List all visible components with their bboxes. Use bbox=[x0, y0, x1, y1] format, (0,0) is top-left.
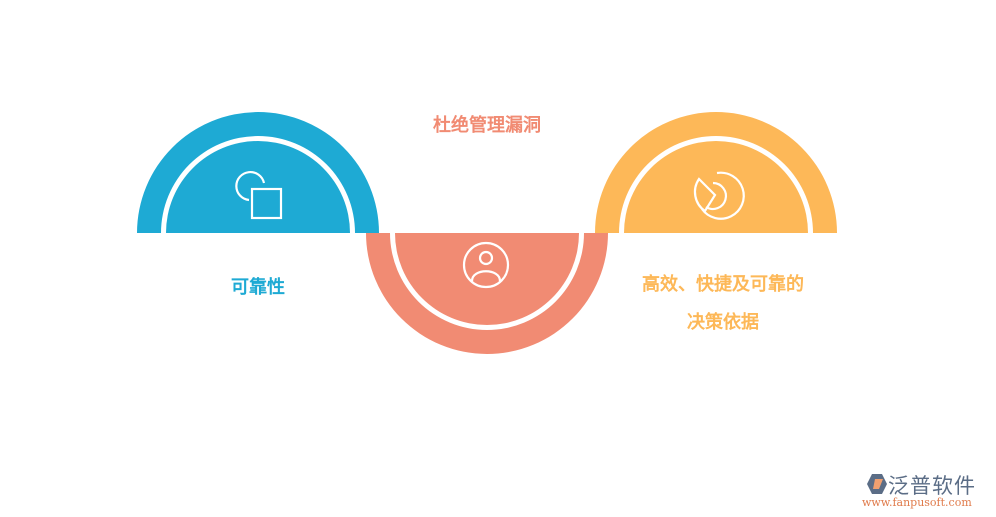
logo-name: 泛普软件 bbox=[888, 474, 976, 498]
pie-chart-icon bbox=[693, 171, 745, 220]
stage-reliability-shape bbox=[137, 112, 379, 233]
brand-logo: 泛普软件 www.fanpusoft.com bbox=[862, 470, 992, 510]
stage-label-reliability: 可靠性 bbox=[231, 277, 285, 298]
stage-decision-shape bbox=[595, 112, 837, 233]
stage-label-plug-loopholes: 杜绝管理漏洞 bbox=[433, 115, 541, 136]
stage-loopholes-shape bbox=[366, 233, 608, 354]
logo-url: www.fanpusoft.com bbox=[862, 496, 972, 509]
shapes-circle-square-icon bbox=[235, 170, 283, 220]
user-circle-icon bbox=[462, 241, 510, 289]
stage-label-decision-line2: 决策依据 bbox=[687, 312, 759, 333]
logo-mark-icon bbox=[867, 474, 887, 494]
stage-label-decision-line1: 高效、快捷及可靠的 bbox=[642, 274, 804, 295]
